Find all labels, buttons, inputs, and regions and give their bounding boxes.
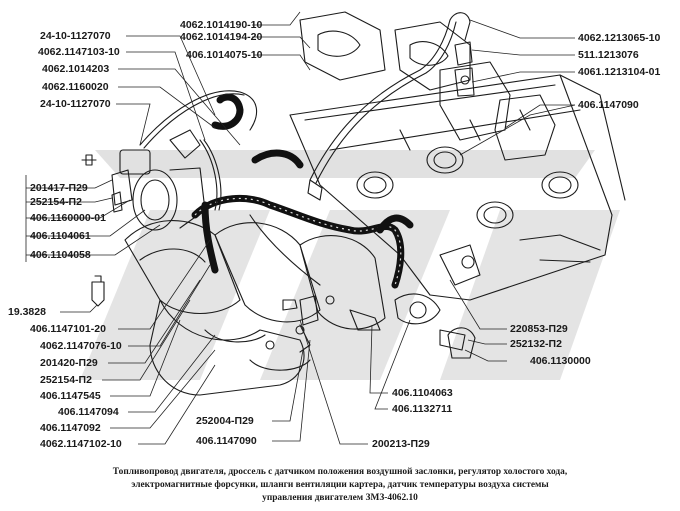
caption-line-3: управления двигателем ЗМЗ-4062.10 [262,493,418,503]
label-406-1104058: 406.1104058 [30,249,91,261]
label-220853-p29: 220853-П29 [510,323,568,335]
leader-lines [25,11,576,445]
label-24-10-1127070-top: 24-10-1127070 [40,30,111,42]
label-406-1132711: 406.1132711 [392,403,452,415]
label-406-1014075-10: 406.1014075-10 [186,49,263,61]
label-406-1147094: 406.1147094 [58,406,119,418]
label-4062-1147102-10: 4062.1147102-10 [40,438,122,450]
label-406-1147092: 406.1147092 [40,422,101,434]
label-24-10-1127070-mid: 24-10-1127070 [40,98,111,110]
label-252154-p2-top: 252154-П2 [30,196,82,208]
label-19-3828: 19.3828 [8,306,46,318]
label-201417-p29: 201417-П29 [30,182,88,194]
label-406-1160000-01: 406.1160000-01 [30,212,106,224]
label-200213-p29: 200213-П29 [372,438,430,450]
figure-caption: Топливопровод двигателя, дроссель с датч… [113,466,567,503]
label-406-1147545: 406.1147545 [40,390,101,402]
label-252154-p2-bottom: 252154-П2 [40,374,92,386]
label-511-1213076: 511.1213076 [578,49,639,61]
label-4061-1213104-01: 4061.1213104-01 [578,66,660,78]
caption-line-2: электромагнитные форсунки, шланги вентил… [131,479,549,490]
caption-line-1: Топливопровод двигателя, дроссель с датч… [113,466,567,477]
label-406-1104061: 406.1104061 [30,230,91,242]
label-4062-1160020: 4062.1160020 [42,81,109,93]
part-labels: 4062.1014190-10 4062.1014194-20 406.1014… [8,19,660,450]
label-406-1104063: 406.1104063 [392,387,453,399]
label-4062-1014203: 4062.1014203 [42,63,109,75]
label-252132-p2: 252132-П2 [510,338,562,350]
hose-drawing [139,90,414,289]
label-4062-1147103-10: 4062.1147103-10 [38,46,120,58]
label-201420-p29: 201420-П29 [40,357,98,369]
label-4062-1147076-10: 4062.1147076-10 [40,340,122,352]
label-4062-1014190-10: 4062.1014190-10 [180,19,262,31]
label-406-1147090-top: 406.1147090 [578,99,639,111]
label-406-1147101-20: 406.1147101-20 [30,323,106,335]
label-4062-1213065-10: 4062.1213065-10 [578,32,660,44]
label-252004-p29: 252004-П29 [196,415,254,427]
label-4062-1014194-20: 4062.1014194-20 [180,31,262,43]
label-406-1147090-bottom: 406.1147090 [196,435,257,447]
label-406-1130000: 406.1130000 [530,355,591,367]
